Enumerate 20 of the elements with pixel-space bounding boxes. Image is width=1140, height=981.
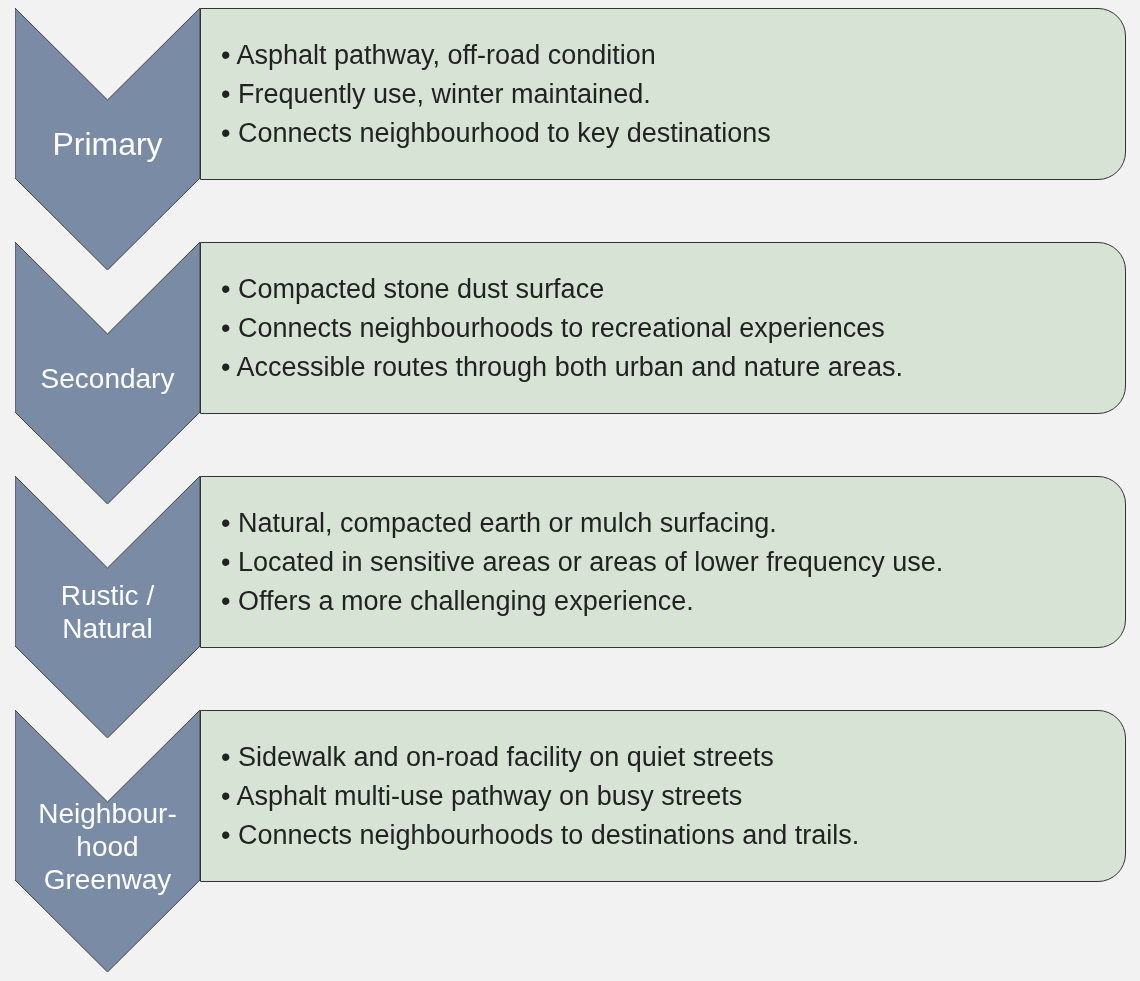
category-label: Secondary (40, 361, 175, 395)
category-label: Neighbour-hood Greenway (37, 796, 178, 896)
description-box (200, 8, 1126, 180)
bullet-text: • Accessible routes through both urban and nature areas. (221, 350, 903, 384)
bullet-text: • Offers a more challenging experience. (221, 584, 695, 618)
category-label: Rustic / Natural (59, 579, 156, 645)
bullet-text: • Compacted stone dust surface (221, 272, 606, 306)
bullet-text: • Connects neighbourhoods to recreational experiences (221, 311, 886, 345)
description-box (200, 242, 1126, 414)
category-label: Primary (52, 127, 163, 161)
bullet-text: • Connects neighbourhood to key destinations (221, 116, 771, 150)
bullet-text: • Frequently use, winter maintained. (221, 77, 652, 111)
bullet-text: • Natural, compacted earth or mulch surfacing. (221, 506, 778, 540)
bullet-text: • Asphalt pathway, off-road condition (221, 38, 657, 72)
bullet-text: • Connects neighbourhoods to destinations and trails. (221, 818, 860, 852)
description-box (200, 710, 1126, 882)
description-box (200, 476, 1126, 648)
bullet-text: • Sidewalk and on-road facility on quiet streets (221, 740, 775, 774)
bullet-text: • Asphalt multi-use pathway on busy streets (221, 779, 744, 813)
bullet-text: • Located in sensitive areas or areas of lower frequency use. (221, 545, 944, 579)
